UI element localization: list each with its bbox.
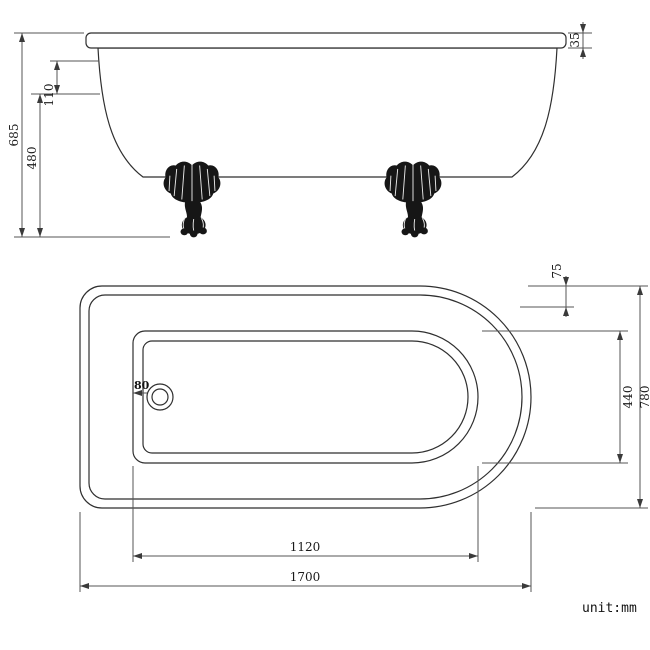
arrowhead [133,390,142,396]
dim-label-1700: 1700 [290,570,321,584]
dim-label-780: 780 [638,386,650,409]
arrowhead [617,331,623,340]
plan-outer-outline [79,285,532,509]
arrowhead [19,33,25,42]
arrowhead [563,277,569,286]
drain [146,383,174,411]
arrowhead [469,553,478,559]
arrowhead [637,499,643,508]
dimension-inner-width: 440 [617,331,635,463]
arrowhead [580,24,586,33]
dimension-drain: 80 [133,379,150,396]
arrowhead [522,583,531,589]
dimension-total-height: 685 [7,33,25,237]
side-view: 685 480 110 35 [7,22,592,238]
plan-rim-inner-outline [88,294,523,500]
drain-inner-circle [151,388,169,406]
dim-label-80: 80 [134,379,150,392]
dimension-total-length: 1700 [80,570,531,589]
plan-basin-floor-outline [142,340,469,454]
arrowhead [580,48,586,57]
arrowhead [37,94,43,103]
unit-label: unit:mm [582,601,637,616]
arrowhead [54,61,60,70]
arrowhead [133,553,142,559]
dim-label-480: 480 [25,147,39,170]
arrowhead [19,228,25,237]
dim-label-75: 75 [550,263,564,278]
dimension-total-width: 780 [637,286,650,508]
arrowhead [617,454,623,463]
dimension-body-height: 480 [25,94,43,237]
dimension-rim-thickness: 35 [568,22,586,59]
arrowhead [54,85,60,94]
dimension-inner-length: 1120 [133,540,478,559]
arrowhead [80,583,89,589]
dimension-rim-width: 75 [550,263,569,317]
drain-outer-circle [146,383,174,411]
tub-rim [85,32,567,49]
plan-basin-outline [132,330,479,464]
dim-label-685: 685 [7,124,21,147]
plan-view-extension-lines [79,285,648,592]
dimension-rim-drop: 110 [42,61,60,106]
dim-label-1120: 1120 [290,540,321,554]
claw-foot-left [163,161,221,238]
tub-body-profile [97,47,558,178]
dim-label-440: 440 [621,386,635,409]
dim-label-35: 35 [568,32,582,47]
plan-view: 80 75 440 [79,263,650,592]
arrowhead [637,286,643,295]
arrowhead [37,228,43,237]
arrowhead [563,307,569,316]
dim-label-110: 110 [42,84,56,107]
claw-foot-right [384,161,442,238]
